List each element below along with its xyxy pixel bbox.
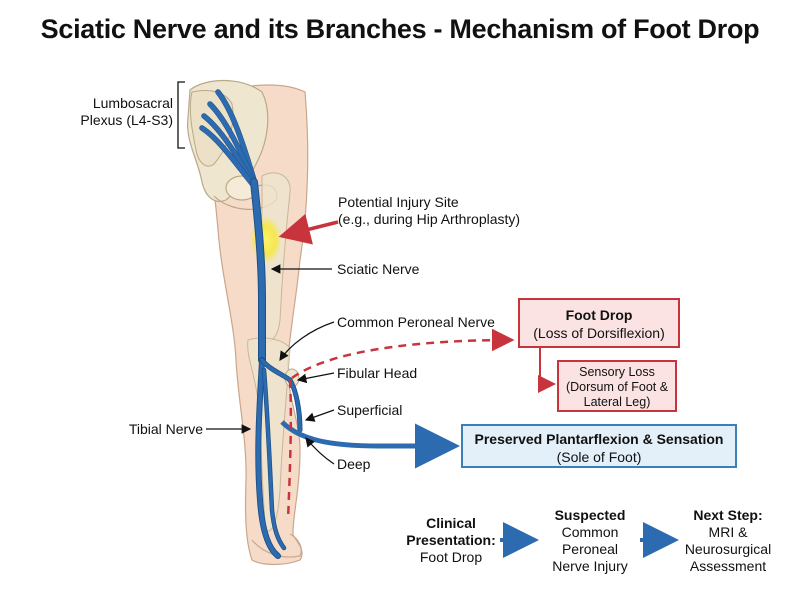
flow-step-clinical-text: Foot Drop xyxy=(419,549,483,565)
flow-step-next-line3: Assessment xyxy=(689,558,767,574)
flow-step-suspected-heading: Suspected xyxy=(554,507,626,523)
foot-shape xyxy=(251,533,302,558)
flow-step-next-line1: MRI & xyxy=(708,524,748,540)
nerve-roots xyxy=(199,89,257,189)
sensory-loss-box: Sensory Loss (Dorsum of Foot & Lateral L… xyxy=(557,360,677,412)
foot-drop-box: Foot Drop (Loss of Dorsiflexion) xyxy=(518,298,680,348)
fibular-head-label: Fibular Head xyxy=(337,365,418,381)
preserved-function-subtitle: (Sole of Foot) xyxy=(556,449,642,465)
tibial-nerve-label: Tibial Nerve xyxy=(128,421,203,437)
injury-site-label-line1: Potential Injury Site xyxy=(338,194,459,210)
foot-drop-to-sensory-connector xyxy=(538,348,556,393)
label-pointers xyxy=(206,264,335,465)
flow-step-next-line2: Neurosurgical xyxy=(684,541,772,557)
sensory-loss-line3: Lateral Leg) xyxy=(583,395,651,409)
flow-step-clinical-heading2: Presentation: xyxy=(406,532,496,548)
foot-drop-title: Foot Drop xyxy=(565,307,633,323)
flow-step-clinical-heading1: Clinical xyxy=(426,515,476,531)
tibial-nerve xyxy=(255,357,287,559)
plexus-label-line1: Lumbosacral xyxy=(92,95,173,111)
flow-step-clinical: Clinical Presentation: Foot Drop xyxy=(396,515,506,566)
plexus-label: Lumbosacral Plexus (L4-S3) xyxy=(50,95,173,129)
flow-step-next-heading: Next Step: xyxy=(693,507,763,523)
flow-step-suspected-line3: Nerve Injury xyxy=(552,558,628,574)
sensory-loss-line1: Sensory Loss xyxy=(579,365,655,379)
injury-arrow xyxy=(278,213,339,245)
foot-drop-dashed-arrow xyxy=(291,328,515,380)
deep-label: Deep xyxy=(337,456,371,472)
sciatic-nerve-label: Sciatic Nerve xyxy=(337,261,420,277)
preserved-function-box: Preserved Plantarflexion & Sensation (So… xyxy=(461,424,737,468)
foot-drop-subtitle: (Loss of Dorsiflexion) xyxy=(533,325,665,341)
page-title: Sciatic Nerve and its Branches - Mechani… xyxy=(40,14,760,44)
flow-step-next: Next Step: MRI & Neurosurgical Assessmen… xyxy=(673,507,783,575)
injury-site-label: Potential Injury Site (e.g., during Hip … xyxy=(338,194,520,228)
flow-step-suspected: Suspected Common Peroneal Nerve Injury xyxy=(535,507,645,575)
flow-step-suspected-line1: Common xyxy=(561,524,619,540)
sciatic-nerve xyxy=(250,178,266,364)
superficial-label: Superficial xyxy=(337,402,403,418)
flow-step-suspected-line2: Peroneal xyxy=(561,541,619,557)
sensory-loss-line2: (Dorsum of Foot & xyxy=(565,380,669,394)
preserved-function-title: Preserved Plantarflexion & Sensation xyxy=(474,431,724,447)
plexus-label-line2: Plexus (L4-S3) xyxy=(80,112,173,128)
preserved-function-arrow xyxy=(280,420,460,469)
common-peroneal-label: Common Peroneal Nerve xyxy=(337,314,495,330)
injury-site-label-line2: (e.g., during Hip Arthroplasty) xyxy=(338,211,521,227)
